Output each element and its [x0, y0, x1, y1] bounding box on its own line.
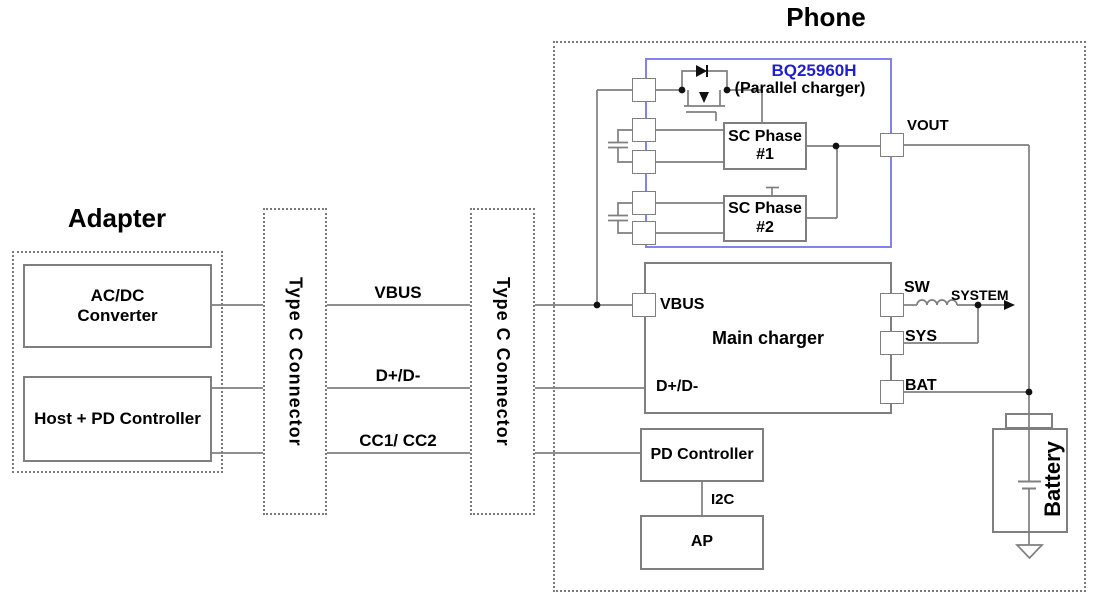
body-diode-icon — [681, 65, 728, 90]
sc-phase-2-label: SC Phase #2 — [728, 200, 802, 236]
flying-cap-pin-2a — [632, 191, 656, 215]
type-c-connector-right-box — [470, 208, 535, 515]
i2c-label: I2C — [711, 491, 735, 508]
battery-label: Battery — [1040, 441, 1066, 517]
flying-cap-pin-1a — [632, 118, 656, 142]
flying-capacitor-2-icon — [608, 202, 632, 234]
adapter-container — [12, 251, 223, 473]
type-c-connector-right-label: Type C Connector — [492, 276, 513, 447]
vbus-bus-label: VBUS — [374, 283, 422, 302]
ground-icon — [1015, 544, 1044, 560]
adapter-title: Adapter — [67, 203, 167, 233]
data-bus-label: D+/D- — [375, 366, 421, 385]
sw-pin — [880, 293, 904, 317]
cc-bus-label: CC1/ CC2 — [359, 431, 437, 450]
flying-cap-pin-2b — [632, 221, 656, 245]
type-c-connector-left-box — [263, 208, 327, 515]
sys-pin-label: SYS — [905, 328, 938, 345]
host-pd-controller-label: Host + PD Controller — [34, 409, 201, 429]
main-charger-data-label: D+/D- — [656, 378, 699, 395]
flying-capacitor-1-icon — [608, 129, 632, 163]
phone-container — [553, 41, 1086, 592]
vout-pin-label: VOUT — [907, 117, 949, 134]
ap-label: AP — [690, 533, 714, 551]
parallel-charger-subtitle: (Parallel charger) — [734, 80, 866, 97]
inductor-icon — [904, 299, 958, 306]
main-charger-vbus-label: VBUS — [660, 296, 705, 313]
pd-controller-label: PD Controller — [650, 445, 754, 463]
acdc-converter-box — [23, 264, 212, 348]
sc-phase-1-box — [723, 122, 807, 170]
sc2-terminal-icon — [766, 186, 779, 195]
parallel-charger-part-number: BQ25960H — [771, 61, 857, 80]
ap-box — [640, 515, 764, 570]
bus-wires — [212, 89, 1030, 515]
bat-pin-label: BAT — [905, 377, 937, 394]
mosfet-icon — [684, 90, 725, 121]
flying-cap-pin-1b — [632, 150, 656, 174]
battery-box — [992, 428, 1068, 533]
type-c-connector-left-label: Type C Connector — [285, 276, 306, 447]
junction-dots — [593, 86, 1033, 396]
parallel-charger-input-pin — [632, 78, 656, 102]
sc-phase-1-label: SC Phase #1 — [728, 127, 802, 163]
sc-phase-2-box — [723, 195, 807, 242]
bat-pin — [880, 380, 904, 404]
main-charger-title: Main charger — [711, 328, 825, 348]
pd-controller-box — [640, 428, 764, 482]
main-charger-vbus-pin — [632, 293, 656, 317]
system-label: SYSTEM — [951, 287, 1009, 303]
battery-cell-icon — [1018, 480, 1041, 545]
host-pd-controller-box — [23, 376, 212, 462]
sys-pin — [880, 331, 904, 355]
sw-pin-label: SW — [904, 279, 930, 296]
vout-pin — [880, 133, 904, 157]
phone-title: Phone — [786, 2, 866, 32]
acdc-converter-label: AC/DC Converter — [77, 286, 158, 325]
